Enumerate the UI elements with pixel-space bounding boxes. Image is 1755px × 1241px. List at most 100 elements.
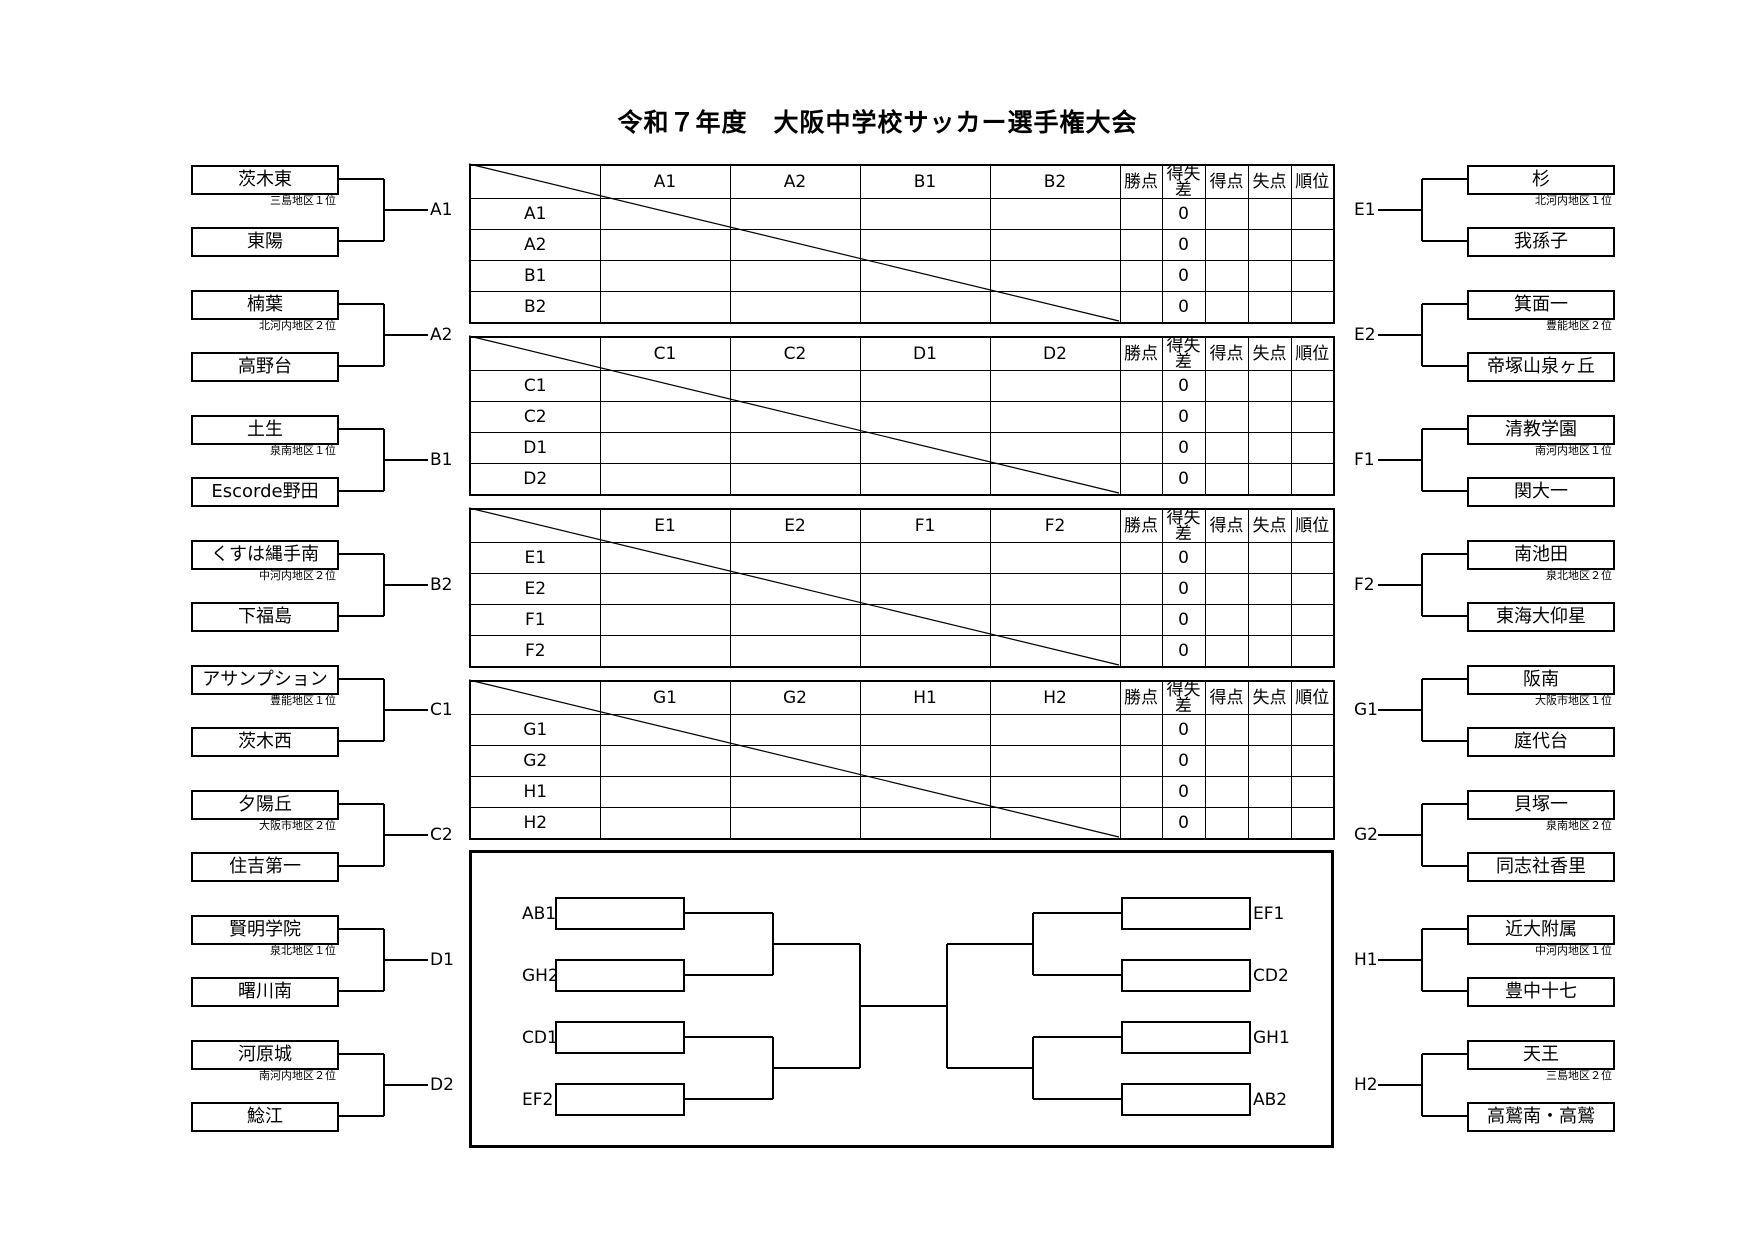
goals-for-cell[interactable] xyxy=(1204,573,1249,605)
goals-against-cell[interactable] xyxy=(1247,229,1292,261)
knockout-slot-box[interactable] xyxy=(1121,897,1251,930)
knockout-slot-box[interactable] xyxy=(555,1021,685,1054)
match-cell[interactable] xyxy=(729,807,861,840)
knockout-slot-box[interactable] xyxy=(555,897,685,930)
match-cell[interactable] xyxy=(599,370,731,402)
match-cell[interactable] xyxy=(729,714,861,746)
goals-for-cell[interactable] xyxy=(1204,291,1249,324)
win-points-cell[interactable] xyxy=(1119,198,1163,230)
knockout-slot-box[interactable] xyxy=(1121,1021,1251,1054)
match-cell[interactable] xyxy=(859,401,991,433)
goals-against-cell[interactable] xyxy=(1247,198,1292,230)
rank-cell[interactable] xyxy=(1290,463,1335,496)
goals-for-cell[interactable] xyxy=(1204,370,1249,402)
win-points-cell[interactable] xyxy=(1119,229,1163,261)
win-points-cell[interactable] xyxy=(1119,463,1163,496)
knockout-slot-box[interactable] xyxy=(1121,1083,1251,1116)
match-cell[interactable] xyxy=(859,260,991,292)
knockout-slot-box[interactable] xyxy=(555,1083,685,1116)
match-cell[interactable] xyxy=(989,229,1121,261)
match-cell[interactable] xyxy=(989,198,1121,230)
match-cell[interactable] xyxy=(989,635,1121,668)
goals-for-cell[interactable] xyxy=(1204,463,1249,496)
rank-cell[interactable] xyxy=(1290,260,1335,292)
rank-cell[interactable] xyxy=(1290,635,1335,668)
match-cell[interactable] xyxy=(989,401,1121,433)
rank-cell[interactable] xyxy=(1290,573,1335,605)
match-cell[interactable] xyxy=(859,745,991,777)
match-cell[interactable] xyxy=(859,573,991,605)
match-cell[interactable] xyxy=(599,198,731,230)
win-points-cell[interactable] xyxy=(1119,776,1163,808)
rank-cell[interactable] xyxy=(1290,714,1335,746)
goals-for-cell[interactable] xyxy=(1204,604,1249,636)
match-cell[interactable] xyxy=(599,260,731,292)
win-points-cell[interactable] xyxy=(1119,635,1163,668)
goals-against-cell[interactable] xyxy=(1247,401,1292,433)
win-points-cell[interactable] xyxy=(1119,745,1163,777)
match-cell[interactable] xyxy=(729,291,861,324)
match-cell[interactable] xyxy=(729,745,861,777)
goals-for-cell[interactable] xyxy=(1204,401,1249,433)
match-cell[interactable] xyxy=(599,542,731,574)
goals-against-cell[interactable] xyxy=(1247,542,1292,574)
rank-cell[interactable] xyxy=(1290,542,1335,574)
match-cell[interactable] xyxy=(989,370,1121,402)
match-cell[interactable] xyxy=(859,635,991,668)
match-cell[interactable] xyxy=(729,604,861,636)
match-cell[interactable] xyxy=(729,635,861,668)
goals-against-cell[interactable] xyxy=(1247,370,1292,402)
match-cell[interactable] xyxy=(599,604,731,636)
goals-against-cell[interactable] xyxy=(1247,260,1292,292)
goals-against-cell[interactable] xyxy=(1247,573,1292,605)
match-cell[interactable] xyxy=(989,260,1121,292)
goals-against-cell[interactable] xyxy=(1247,463,1292,496)
rank-cell[interactable] xyxy=(1290,604,1335,636)
win-points-cell[interactable] xyxy=(1119,604,1163,636)
match-cell[interactable] xyxy=(859,542,991,574)
goals-for-cell[interactable] xyxy=(1204,745,1249,777)
rank-cell[interactable] xyxy=(1290,198,1335,230)
match-cell[interactable] xyxy=(859,198,991,230)
knockout-slot-box[interactable] xyxy=(1121,959,1251,992)
win-points-cell[interactable] xyxy=(1119,542,1163,574)
match-cell[interactable] xyxy=(859,370,991,402)
match-cell[interactable] xyxy=(989,604,1121,636)
match-cell[interactable] xyxy=(599,432,731,464)
match-cell[interactable] xyxy=(859,604,991,636)
rank-cell[interactable] xyxy=(1290,776,1335,808)
match-cell[interactable] xyxy=(859,807,991,840)
win-points-cell[interactable] xyxy=(1119,807,1163,840)
match-cell[interactable] xyxy=(989,714,1121,746)
match-cell[interactable] xyxy=(989,573,1121,605)
knockout-slot-box[interactable] xyxy=(555,959,685,992)
match-cell[interactable] xyxy=(729,370,861,402)
rank-cell[interactable] xyxy=(1290,401,1335,433)
match-cell[interactable] xyxy=(729,573,861,605)
goals-for-cell[interactable] xyxy=(1204,198,1249,230)
match-cell[interactable] xyxy=(729,463,861,496)
win-points-cell[interactable] xyxy=(1119,573,1163,605)
match-cell[interactable] xyxy=(989,542,1121,574)
match-cell[interactable] xyxy=(989,463,1121,496)
goals-against-cell[interactable] xyxy=(1247,432,1292,464)
win-points-cell[interactable] xyxy=(1119,714,1163,746)
match-cell[interactable] xyxy=(599,463,731,496)
rank-cell[interactable] xyxy=(1290,291,1335,324)
match-cell[interactable] xyxy=(859,291,991,324)
match-cell[interactable] xyxy=(859,714,991,746)
match-cell[interactable] xyxy=(989,291,1121,324)
rank-cell[interactable] xyxy=(1290,229,1335,261)
win-points-cell[interactable] xyxy=(1119,291,1163,324)
goals-against-cell[interactable] xyxy=(1247,604,1292,636)
goals-against-cell[interactable] xyxy=(1247,714,1292,746)
match-cell[interactable] xyxy=(729,776,861,808)
match-cell[interactable] xyxy=(729,260,861,292)
match-cell[interactable] xyxy=(859,776,991,808)
match-cell[interactable] xyxy=(599,573,731,605)
goals-for-cell[interactable] xyxy=(1204,542,1249,574)
goals-for-cell[interactable] xyxy=(1204,432,1249,464)
goals-for-cell[interactable] xyxy=(1204,229,1249,261)
match-cell[interactable] xyxy=(599,807,731,840)
goals-for-cell[interactable] xyxy=(1204,807,1249,840)
